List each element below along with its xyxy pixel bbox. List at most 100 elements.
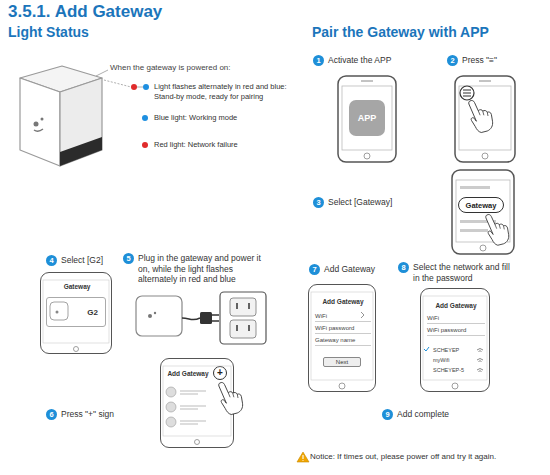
step-callout: 3Select [Gateway] xyxy=(313,197,443,208)
device-icon xyxy=(166,402,176,412)
network-name: myWifi xyxy=(433,355,479,365)
screen-title: Add Gateway xyxy=(315,297,371,306)
network-name: SCHEYEP-5 xyxy=(433,365,479,375)
legend-text: Light flashes alternately in red and blu… xyxy=(154,82,287,101)
menu-icon xyxy=(463,90,471,96)
phone-screen: Add GatewayWiFiWiFi passwordGateway name… xyxy=(308,284,376,392)
phone-screen xyxy=(459,86,511,150)
phone-screen xyxy=(423,296,487,380)
leader-line xyxy=(96,70,108,76)
outlet-slots xyxy=(237,303,249,331)
step-callout: 5Plug in the gateway and power it on, wh… xyxy=(123,253,263,285)
light-link xyxy=(137,87,143,88)
step-caption: Press "+" sign xyxy=(61,409,114,420)
outlet-socket xyxy=(230,320,256,338)
page-title: 3.5.1. Add Gateway xyxy=(8,2,162,22)
step-callout: 2 Press "≡" xyxy=(447,55,547,66)
menu-text: Gateway xyxy=(466,201,497,210)
gateway-logo xyxy=(41,118,44,121)
light-swatch xyxy=(142,115,148,121)
leader-line xyxy=(104,80,131,87)
step-caption: Add Gateway xyxy=(324,264,375,275)
field-label: WiFi password xyxy=(427,325,485,336)
menu-placeholder xyxy=(460,229,488,232)
device-icon xyxy=(166,387,176,397)
add-button: + xyxy=(213,366,227,380)
notice-text: Notice: If times out, please power off a… xyxy=(310,452,550,461)
gateway-top xyxy=(20,66,102,92)
plug-prongs xyxy=(212,315,219,321)
phone-outline xyxy=(452,170,514,254)
gateway-logo xyxy=(148,314,152,318)
section-heading: Light Status xyxy=(8,24,89,40)
phone-home-button xyxy=(482,153,488,159)
blue-light-dot xyxy=(143,84,149,90)
phone-screen xyxy=(456,180,510,242)
step-caption: Add complete xyxy=(397,409,449,420)
red-light-dot xyxy=(131,84,137,90)
legend-entry: Red light: Network failure xyxy=(154,140,304,150)
phone-screen: Add GatewayWiFiWiFi passwordSCHEYEPmyWif… xyxy=(420,288,490,392)
gateway-logo xyxy=(154,312,156,314)
gateway-base xyxy=(60,137,102,166)
screen-title: Add Gateway xyxy=(427,301,485,310)
phone-screen xyxy=(311,292,373,380)
phone-screen: Add Gateway + xyxy=(160,358,234,448)
power-cable xyxy=(182,318,200,320)
step-caption: Select the network and fill in the passw… xyxy=(413,262,518,283)
menu-placeholder xyxy=(460,186,490,189)
legend-text: Red light: Network failure xyxy=(154,140,238,149)
wall-outlet xyxy=(220,292,266,344)
network-name: SCHEYEP xyxy=(433,345,479,355)
phone-outline xyxy=(455,76,515,162)
gateway-right-face xyxy=(60,78,102,166)
phone-screen xyxy=(163,366,231,436)
device-name: G2 xyxy=(87,308,98,317)
gateway-logo xyxy=(34,122,39,127)
chevron xyxy=(361,312,364,318)
gateway-thumbnail xyxy=(50,302,68,320)
step-number: 5 xyxy=(123,253,134,264)
list-placeholder xyxy=(180,391,206,424)
step-caption: Select [Gateway] xyxy=(328,197,392,208)
device-icon xyxy=(166,417,176,427)
warning-mark xyxy=(302,455,303,461)
outlet-socket xyxy=(230,298,256,316)
step-caption: Activate the APP xyxy=(328,55,391,66)
power-plug xyxy=(200,312,212,324)
intro-text: When the gateway is powered on: xyxy=(110,63,310,72)
field-label: Gateway name xyxy=(315,335,371,346)
step-number: 7 xyxy=(309,264,320,275)
gateway-device xyxy=(136,296,182,336)
screen-title: Add Gateway xyxy=(165,369,211,378)
light-swatch xyxy=(142,142,148,148)
step-callout: 8Select the network and fill in the pass… xyxy=(398,262,518,283)
phone-home-button xyxy=(74,347,79,352)
phone-home-button xyxy=(364,153,370,159)
phone-home-button xyxy=(480,245,486,251)
phone-home-button xyxy=(339,383,345,389)
menu-placeholder xyxy=(460,220,496,223)
step-callout: 1Activate the APP xyxy=(313,55,443,66)
step-number: 2 xyxy=(447,55,458,66)
gateway-logo xyxy=(34,129,43,131)
device-card: G2 xyxy=(46,297,106,327)
step-callout: 4Select [G2] xyxy=(46,255,126,266)
step-callout: 6Press "+" sign xyxy=(46,409,156,420)
app-icon: APP xyxy=(349,100,385,136)
legend-entry: Light flashes alternately in red and blu… xyxy=(154,82,304,101)
step-number: 9 xyxy=(382,409,393,420)
plus-sign: + xyxy=(217,368,223,378)
step-caption: Press "≡" xyxy=(462,55,497,66)
pointing-hand xyxy=(486,214,509,245)
button-text: Next xyxy=(336,359,348,365)
legend-text: Blue light: Working mode xyxy=(154,113,237,122)
warning-icon xyxy=(297,452,309,462)
pointing-hand xyxy=(469,100,493,132)
gateway-left-face xyxy=(20,78,60,166)
field-label: WiFi xyxy=(427,313,485,324)
app-name: APP xyxy=(358,113,377,123)
pointing-hand xyxy=(219,382,243,414)
